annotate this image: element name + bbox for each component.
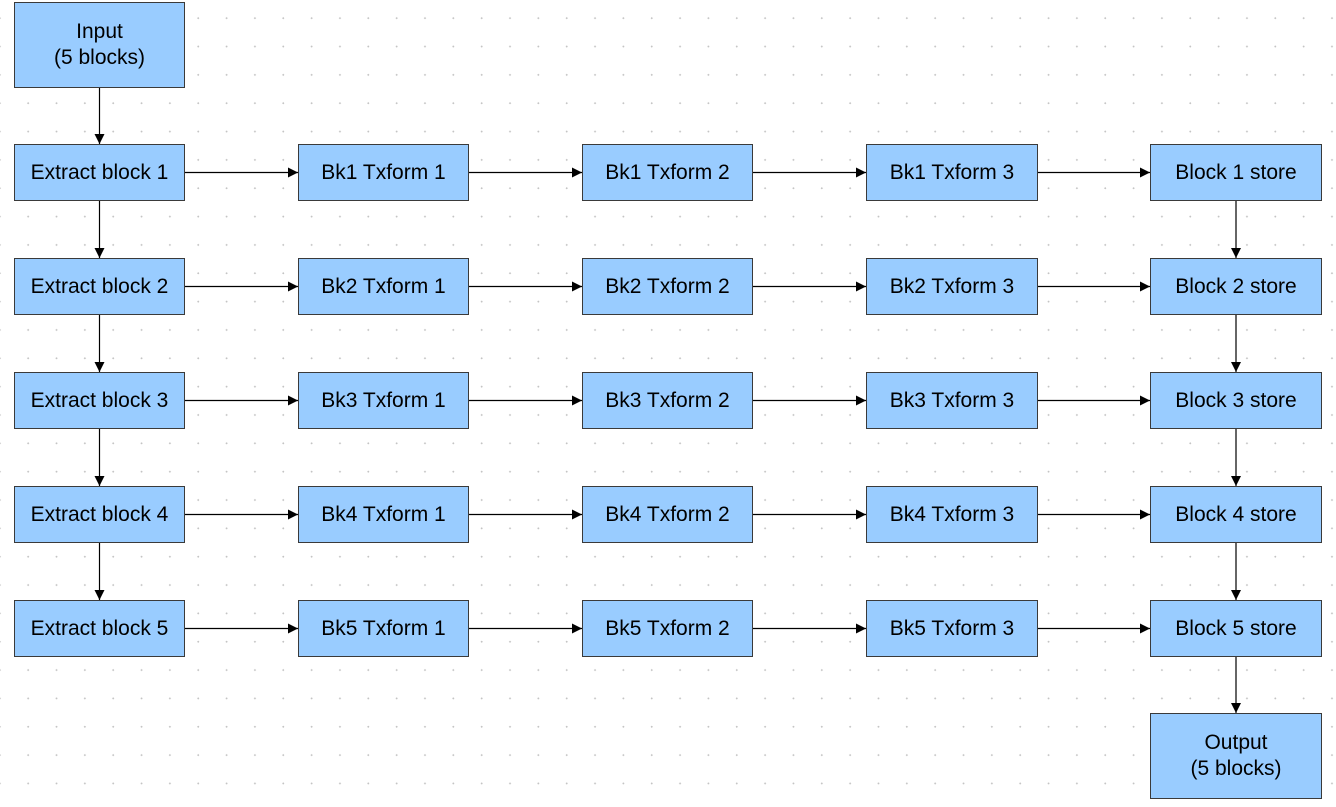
node-store-block-3: Block 3 store <box>1150 372 1322 429</box>
node-t3-block-3: Bk3 Txform 3 <box>866 372 1038 429</box>
node-t3-block-5: Bk5 Txform 3 <box>866 600 1038 657</box>
node-t1-block-3: Bk3 Txform 1 <box>298 372 469 429</box>
input-node-line2: (5 blocks) <box>53 46 146 69</box>
node-extract-block-3: Extract block 3 <box>14 372 185 429</box>
output-node: Output (5 blocks) <box>1150 713 1322 799</box>
node-store-block-1: Block 1 store <box>1150 144 1322 201</box>
node-t1-block-2: Bk2 Txform 1 <box>298 258 469 315</box>
input-node-line1: Input <box>76 20 123 43</box>
node-store-block-4: Block 4 store <box>1150 486 1322 543</box>
node-t3-block-4: Bk4 Txform 3 <box>866 486 1038 543</box>
output-node-line1: Output <box>1204 731 1268 754</box>
node-extract-block-5: Extract block 5 <box>14 600 185 657</box>
input-node: Input (5 blocks) <box>14 2 185 88</box>
node-t2-block-1: Bk1 Txform 2 <box>582 144 753 201</box>
node-store-block-2: Block 2 store <box>1150 258 1322 315</box>
node-t2-block-5: Bk5 Txform 2 <box>582 600 753 657</box>
node-t1-block-1: Bk1 Txform 1 <box>298 144 469 201</box>
node-t2-block-2: Bk2 Txform 2 <box>582 258 753 315</box>
node-extract-block-1: Extract block 1 <box>14 144 185 201</box>
node-extract-block-2: Extract block 2 <box>14 258 185 315</box>
node-extract-block-4: Extract block 4 <box>14 486 185 543</box>
node-t1-block-4: Bk4 Txform 1 <box>298 486 469 543</box>
node-store-block-5: Block 5 store <box>1150 600 1322 657</box>
output-node-line2: (5 blocks) <box>1190 757 1282 780</box>
node-t3-block-2: Bk2 Txform 3 <box>866 258 1038 315</box>
node-t1-block-5: Bk5 Txform 1 <box>298 600 469 657</box>
node-t2-block-3: Bk3 Txform 2 <box>582 372 753 429</box>
node-t3-block-1: Bk1 Txform 3 <box>866 144 1038 201</box>
node-t2-block-4: Bk4 Txform 2 <box>582 486 753 543</box>
